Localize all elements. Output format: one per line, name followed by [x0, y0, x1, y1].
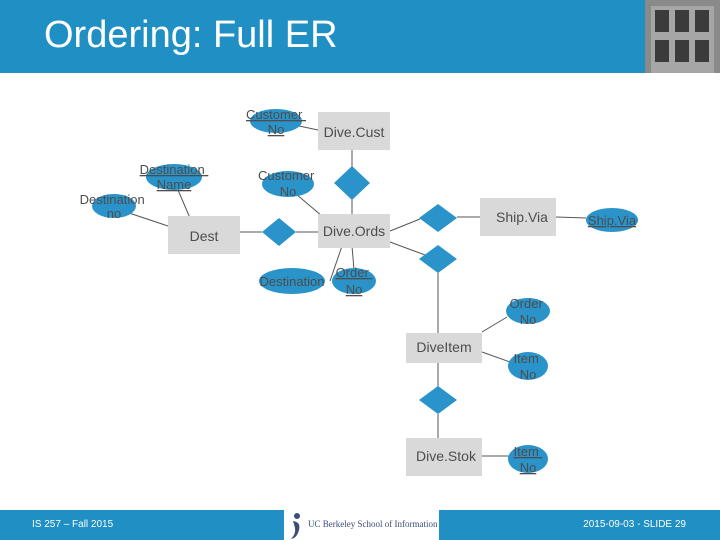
entity-dive-stok-label: Dive.Stok: [416, 448, 477, 464]
attribute-item-no-stok: [508, 445, 548, 473]
attribute-customer-no-top: [250, 109, 302, 133]
attribute-destination-no: [92, 194, 136, 218]
relationship-cust-ords: [334, 166, 370, 200]
school-name: UC Berkeley School of Information: [308, 519, 438, 529]
entity-dive-ords-label: Dive.Ords: [323, 223, 385, 239]
building-photo: [645, 0, 720, 73]
slide-header: Ordering: Full ER: [0, 0, 720, 73]
entity-dive-item-label: DiveItem: [416, 339, 471, 355]
relationship-dest-ords: [262, 218, 296, 246]
attribute-item-no-stok-label: Item No: [514, 444, 543, 475]
attribute-destination-name-label: Destination Name: [140, 162, 209, 192]
course-label: IS 257 – Fall 2015: [32, 519, 114, 530]
attribute-customer-no-fk-label: Customer No: [258, 168, 318, 199]
logo-mark-icon: [291, 513, 300, 539]
attribute-customer-no-top-label: Customer No: [246, 107, 306, 137]
slide-footer: IS 257 – Fall 2015 UC Berkeley School of…: [0, 510, 720, 540]
attribute-ship-via-label: Ship.Via: [588, 213, 637, 228]
attribute-order-no-item-label: Order No: [510, 296, 547, 327]
entity-dive-cust: [318, 112, 390, 150]
attribute-destination-name: [146, 164, 202, 190]
slide-number: 2015-09-03 - SLIDE 29: [583, 519, 686, 530]
entity-dive-stok: [406, 438, 482, 476]
relationship-item-stok: [419, 386, 457, 414]
entity-dive-cust-label: Dive.Cust: [324, 124, 385, 140]
attribute-destination-no-label: Destination no: [80, 192, 149, 221]
slide-title: Ordering: Full ER: [44, 14, 338, 56]
school-logo: UC Berkeley School of Information: [284, 510, 439, 540]
attribute-destination-fk-label: Destination: [259, 274, 324, 289]
attribute-item-no-item-label: Item No: [514, 351, 543, 382]
attribute-ship-via: [586, 208, 638, 232]
attribute-order-no-item: [506, 298, 550, 324]
entity-dest-label: Dest: [190, 228, 219, 244]
entity-dive-item: [406, 333, 482, 363]
entity-dive-ords: [318, 214, 390, 248]
entity-dest: [168, 216, 240, 254]
attribute-item-no-item: [508, 352, 548, 380]
relationship-ords-item: [419, 245, 457, 273]
relationship-ords-shipvia: [419, 204, 457, 232]
attribute-customer-no-fk: [262, 171, 314, 197]
entity-ship-via-label: Ship.Via: [496, 209, 548, 225]
attribute-order-no-ords-label: Order No: [336, 265, 373, 297]
entity-ship-via: [480, 198, 556, 236]
attribute-destination-fk: [259, 268, 325, 294]
attribute-order-no-ords: [332, 268, 376, 294]
